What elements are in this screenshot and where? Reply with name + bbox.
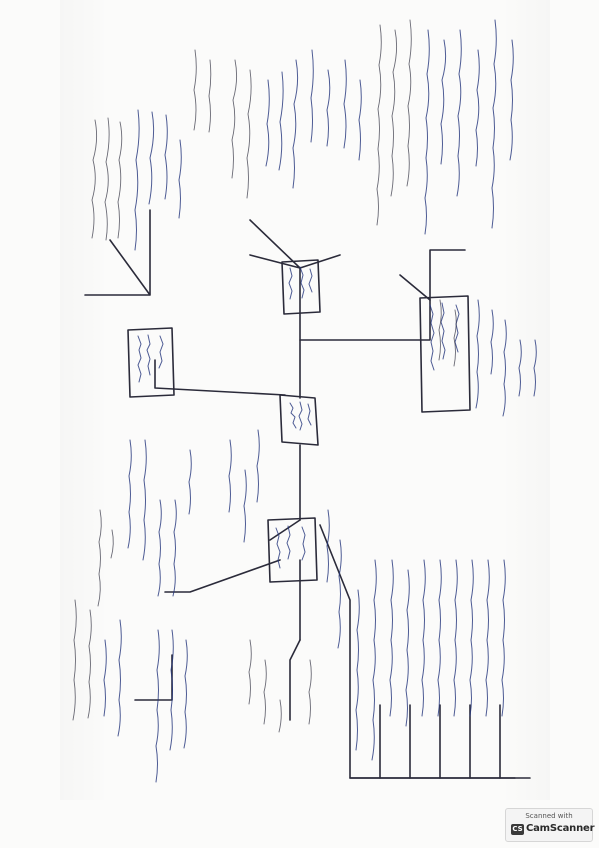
text-block-upper-middle	[231, 49, 362, 199]
box-adn-compaction	[127, 327, 175, 398]
scanned-with-label: Scanned with	[525, 812, 573, 820]
camscanner-brand-label: CamScanner	[526, 823, 595, 834]
scan-shading	[60, 0, 550, 800]
text-block-upper-left	[91, 49, 212, 251]
text-block-lower-right	[355, 559, 506, 761]
central-topic	[279, 394, 319, 446]
box-nuclear-envelope	[281, 259, 321, 315]
box-nuclear-pores	[419, 295, 471, 413]
text-block-lower-middle	[248, 509, 342, 733]
camscanner-watermark: Scanned with CS CamScanner	[505, 808, 595, 842]
text-block-right-lower	[438, 299, 537, 417]
text-block-left-middle	[72, 599, 188, 783]
camscanner-logo-icon: CS	[511, 824, 524, 835]
connector-lines	[84, 209, 531, 779]
text-block-upper-right	[376, 19, 514, 235]
text-block-center-left	[97, 429, 260, 607]
box-nucleolus	[267, 517, 318, 583]
